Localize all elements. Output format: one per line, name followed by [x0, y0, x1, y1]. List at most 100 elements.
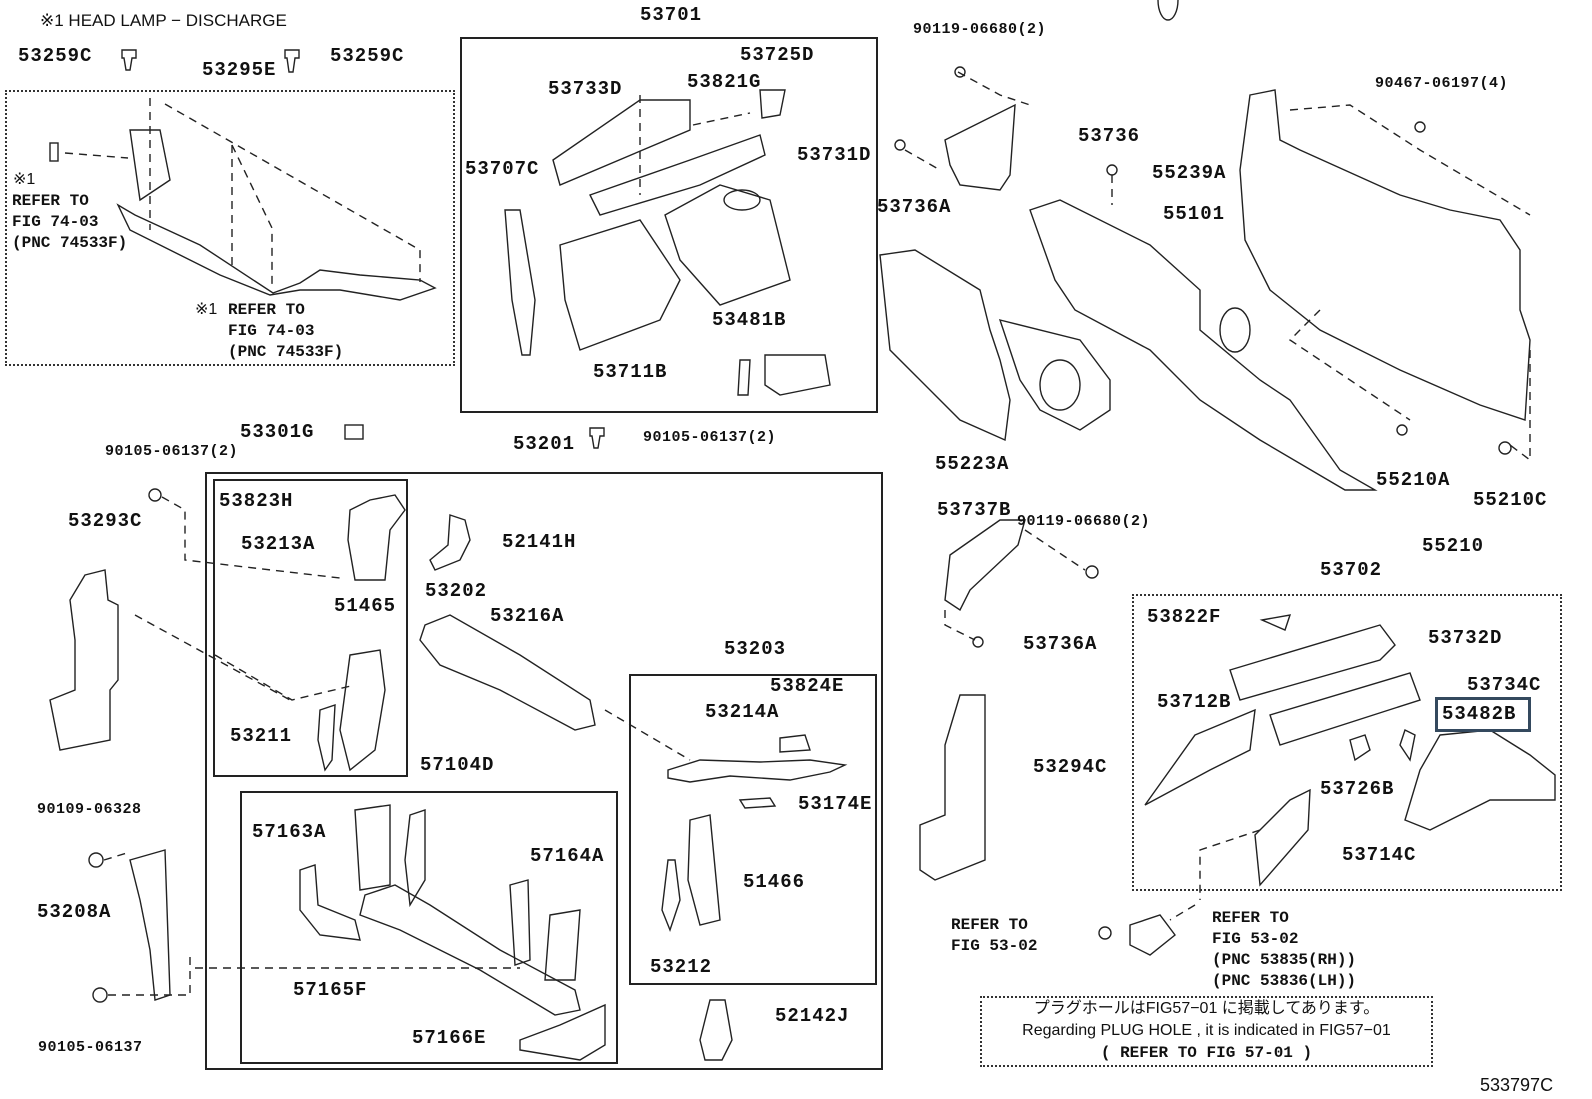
part-label-53201[interactable]: 53201 — [513, 433, 576, 455]
part-label-53203[interactable]: 53203 — [724, 638, 787, 660]
reference-note-53-02-left[interactable]: REFER TO FIG 53-02 — [951, 916, 1038, 955]
part-label-53714c[interactable]: 53714C — [1342, 844, 1417, 866]
part-label-53211[interactable]: 53211 — [230, 725, 293, 747]
member-53214a-drawing — [661, 734, 848, 1061]
part-label-53301g[interactable]: 53301G — [240, 421, 315, 443]
part-label-57104d[interactable]: 57104D — [420, 754, 495, 776]
part-label-57164a[interactable]: 57164A — [530, 845, 605, 867]
part-label-53702[interactable]: 53702 — [1320, 559, 1383, 581]
lower-support-57104d-drawing — [195, 804, 606, 1061]
member-53216a-drawing — [419, 427, 691, 761]
group-box-53201 — [205, 472, 883, 1070]
part-label-55210c[interactable]: 55210C — [1473, 489, 1548, 511]
part-label-53712b[interactable]: 53712B — [1157, 691, 1232, 713]
clip-53259c-right-icon — [284, 49, 300, 73]
clip-53259c-left-icon — [121, 49, 137, 71]
part-label-53482b[interactable]: 53482B — [1442, 703, 1517, 725]
brace-53208a-drawing — [88, 849, 191, 1003]
reference-note-53-02-right[interactable]: REFER TO FIG 53-02 (PNC 53835(RH)) (PNC … — [1212, 909, 1357, 990]
part-label-53701[interactable]: 53701 — [640, 4, 703, 26]
part-label-90105-06137-left[interactable]: 90105-06137(2) — [105, 443, 239, 460]
part-label-51465[interactable]: 51465 — [334, 595, 397, 617]
notice-refer-link[interactable]: ( REFER TO FIG 57-01 ) — [1100, 1044, 1313, 1062]
part-label-53294c[interactable]: 53294C — [1033, 756, 1108, 778]
part-label-53726b[interactable]: 53726B — [1320, 778, 1395, 800]
part-label-53212[interactable]: 53212 — [650, 956, 713, 978]
reference-mark-left: ※1 — [13, 171, 36, 188]
part-label-53737b[interactable]: 53737B — [937, 499, 1012, 521]
part-label-53732d[interactable]: 53732D — [1428, 627, 1503, 649]
duct-53736-drawing — [894, 66, 1118, 205]
part-label-53174e[interactable]: 53174E — [798, 793, 873, 815]
part-label-52142j[interactable]: 52142J — [775, 1005, 850, 1027]
radiator-cover-53295e-drawing — [49, 98, 437, 301]
part-label-53295e[interactable]: 53295E — [202, 59, 277, 81]
figure-id: 533797C — [1480, 1075, 1554, 1095]
group-box-53202 — [213, 479, 408, 777]
part-label-55210a[interactable]: 55210A — [1376, 469, 1451, 491]
part-label-53259c-left[interactable]: 53259C — [18, 45, 93, 67]
dash-panel-55101-drawing — [1029, 0, 1378, 491]
headnote: ※1 HEAD LAMP − DISCHARGE — [40, 11, 287, 30]
part-label-53822f[interactable]: 53822F — [1147, 606, 1222, 628]
part-label-57166e[interactable]: 57166E — [412, 1027, 487, 1049]
part-label-53725d[interactable]: 53725D — [740, 44, 815, 66]
group-box-53702 — [1132, 594, 1562, 891]
part-label-53736[interactable]: 53736 — [1078, 125, 1141, 147]
group-box-53203 — [629, 674, 877, 985]
silencer-55210-drawing — [1239, 89, 1531, 462]
part-label-55101[interactable]: 55101 — [1163, 203, 1226, 225]
seal-53293c-drawing — [49, 488, 341, 751]
part-label-90467-06197[interactable]: 90467-06197(4) — [1375, 75, 1509, 92]
part-label-53823h[interactable]: 53823H — [219, 490, 294, 512]
part-label-53734c[interactable]: 53734C — [1467, 674, 1542, 696]
part-label-53821g[interactable]: 53821G — [687, 71, 762, 93]
part-label-53824e[interactable]: 53824E — [770, 675, 845, 697]
part-label-53481b[interactable]: 53481B — [712, 309, 787, 331]
part-label-57165f[interactable]: 57165F — [293, 979, 368, 1001]
part-label-90105-06137-bottom[interactable]: 90105-06137 — [38, 1039, 143, 1056]
part-label-53259c-right[interactable]: 53259C — [330, 45, 405, 67]
part-label-53731d[interactable]: 53731D — [797, 144, 872, 166]
group-box-53295e — [5, 90, 455, 366]
part-label-53736a-top[interactable]: 53736A — [877, 196, 952, 218]
reference-note-bottom[interactable]: REFER TO FIG 74-03 (PNC 74533F) — [228, 301, 344, 361]
seal-53294c-drawing — [919, 694, 986, 881]
splash-shield-53737b-drawing — [944, 519, 1099, 648]
part-label-53213a[interactable]: 53213A — [241, 533, 316, 555]
part-label-53733d[interactable]: 53733D — [548, 78, 623, 100]
part-label-52141h[interactable]: 52141H — [502, 531, 577, 553]
part-label-53293c[interactable]: 53293C — [68, 510, 143, 532]
part-label-90119-06680-top[interactable]: 90119-06680(2) — [913, 21, 1047, 38]
part-label-90105-06137-mid[interactable]: 90105-06137(2) — [643, 429, 777, 446]
part-label-53208a[interactable]: 53208A — [37, 901, 112, 923]
part-label-55223a[interactable]: 55223A — [935, 453, 1010, 475]
part-label-55210[interactable]: 55210 — [1422, 535, 1485, 557]
highlight-box-53482b — [1435, 697, 1531, 732]
part-label-90119-06680-mid[interactable]: 90119-06680(2) — [1017, 513, 1151, 530]
part-label-53202[interactable]: 53202 — [425, 580, 488, 602]
notice-english: Regarding PLUG HOLE , it is indicated in… — [1022, 1022, 1391, 1039]
bracket-52141h-drawing — [429, 514, 471, 571]
notice-japanese: プラグホールはFIG57−01 に掲載してあります。 — [1033, 1000, 1380, 1017]
support-53202-drawing — [214, 424, 406, 772]
plug-hole-notice: プラグホールはFIG57−01 に掲載してあります。 Regarding PLU… — [980, 996, 1433, 1067]
group-box-57104d — [240, 791, 618, 1064]
group-box-53701 — [460, 37, 878, 413]
reference-mark-bottom: ※1 — [195, 301, 218, 318]
part-label-53711b[interactable]: 53711B — [593, 361, 668, 383]
reference-note-left[interactable]: REFER TO FIG 74-03 (PNC 74533F) — [12, 192, 128, 252]
insulator-55223a-drawing — [879, 249, 1111, 442]
apron-53701-drawing — [504, 89, 831, 396]
part-label-57163a[interactable]: 57163A — [252, 821, 327, 843]
part-label-51466[interactable]: 51466 — [743, 871, 806, 893]
part-label-90109-06328[interactable]: 90109-06328 — [37, 801, 142, 818]
part-label-53736a-mid[interactable]: 53736A — [1023, 633, 1098, 655]
part-label-53707c[interactable]: 53707C — [465, 158, 540, 180]
part-label-53216a[interactable]: 53216A — [490, 605, 565, 627]
part-label-55239a[interactable]: 55239A — [1152, 162, 1227, 184]
part-label-53214a[interactable]: 53214A — [705, 701, 780, 723]
clip-refer-53-02-drawing — [1098, 914, 1176, 956]
